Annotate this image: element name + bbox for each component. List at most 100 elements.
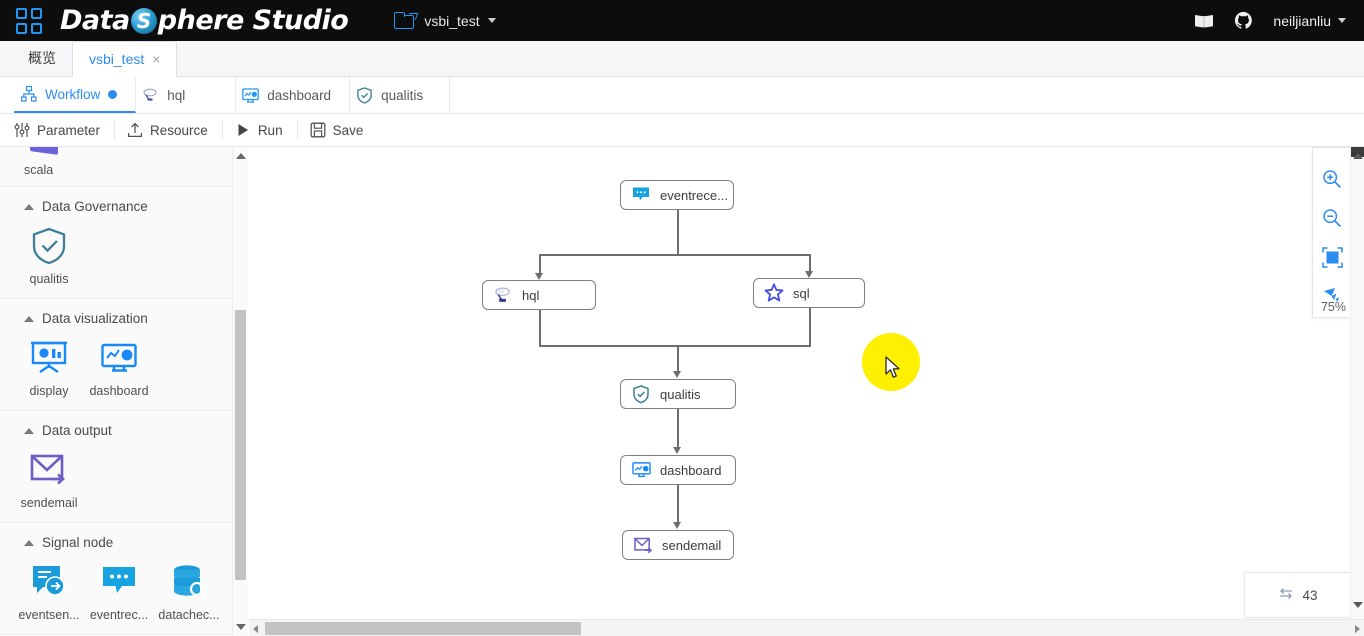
scala-icon — [30, 147, 58, 155]
palette-item-label: dashboard — [89, 384, 149, 398]
save-button[interactable]: Save — [310, 120, 378, 140]
tab-workflow[interactable]: Workflow — [14, 77, 137, 113]
tab-dashboard[interactable]: dashboard — [236, 77, 351, 113]
sidebar-scrollbar[interactable] — [232, 147, 248, 636]
workflow-node-hql[interactable]: hql — [482, 280, 596, 310]
palette-item-sendemail[interactable]: sendemail — [14, 450, 84, 510]
scroll-right-arrow-icon[interactable] — [1355, 625, 1360, 633]
format-brush-icon[interactable] — [1321, 285, 1343, 307]
close-icon[interactable]: × — [152, 51, 161, 67]
palette-item-datachecker[interactable]: datachec... — [154, 562, 224, 622]
workflow-node-eventreceiver[interactable]: eventrece... — [620, 180, 734, 210]
sidebar-scrollbar-thumb[interactable] — [235, 310, 246, 580]
palette-section-title: Signal node — [42, 535, 114, 550]
canvas-horizontal-scrollbar[interactable] — [249, 619, 1364, 636]
palette-section-header[interactable]: Signal node — [0, 523, 247, 558]
palette-item-label: sendemail — [20, 496, 78, 510]
run-button[interactable]: Run — [235, 120, 298, 140]
project-tab-vsbi_test[interactable]: vsbi_test × — [72, 41, 178, 77]
scroll-down-arrow-icon[interactable] — [1353, 602, 1363, 608]
cursor-highlight — [862, 333, 920, 391]
fit-screen-icon[interactable] — [1321, 246, 1343, 268]
display-chart-icon — [29, 338, 69, 378]
project-name-label: vsbi_test — [424, 12, 480, 29]
eventreceiver-icon — [99, 562, 139, 602]
sendemail-icon — [29, 450, 69, 490]
palette-item-label: qualitis — [29, 272, 69, 286]
toolbar-label: Save — [332, 122, 364, 138]
project-tab-label: vsbi_test — [89, 51, 145, 67]
edge-segment — [539, 345, 811, 347]
hive-icon — [142, 87, 159, 104]
project-tab-overview[interactable]: 概览 — [12, 40, 72, 76]
node-count-badge[interactable]: 43 — [1244, 572, 1352, 618]
scroll-down-arrow-icon[interactable] — [236, 624, 246, 630]
node-count-value: 43 — [1302, 587, 1318, 603]
swap-arrows-icon — [1278, 587, 1294, 603]
eventreceiver-icon — [631, 185, 651, 205]
user-menu[interactable]: neiljianliu — [1273, 13, 1346, 29]
github-icon[interactable] — [1234, 11, 1253, 30]
node-palette-sidebar[interactable]: scala Data Governance qualitis — [0, 147, 248, 636]
tab-hql[interactable]: hql — [136, 77, 237, 113]
grid-logo-icon[interactable] — [16, 7, 42, 34]
spark-star-icon — [764, 283, 784, 303]
palette-section-header[interactable]: Data output — [0, 411, 247, 446]
tab-qualitis[interactable]: qualitis — [350, 77, 451, 113]
dashboard-icon — [631, 460, 651, 480]
workflow-node-label: sql — [793, 285, 810, 301]
edge-segment — [677, 210, 679, 255]
edge-segment — [539, 310, 541, 346]
workflow-node-qualitis[interactable]: qualitis — [620, 379, 736, 409]
node-tab-bar: Workflow hql dashboa — [0, 77, 1364, 114]
palette-item-dashboard[interactable]: dashboard — [84, 338, 154, 398]
edge-arrowhead — [673, 447, 681, 454]
toolbar-label: Resource — [150, 122, 208, 138]
palette-item-display[interactable]: display — [14, 338, 84, 398]
tab-label: Workflow — [45, 86, 101, 102]
palette-section-header[interactable]: Data Governance — [0, 187, 247, 222]
palette-item-eventsender[interactable]: eventsen... — [14, 562, 84, 622]
parameter-button[interactable]: Parameter — [14, 120, 116, 140]
play-icon — [235, 122, 251, 138]
edge-arrowhead — [805, 271, 813, 278]
workflow-node-label: hql — [522, 287, 540, 303]
folder-icon — [394, 12, 419, 29]
scroll-up-arrow-icon[interactable] — [236, 153, 246, 159]
zoom-percent-label: 75% — [1320, 300, 1346, 314]
modified-dot-icon — [108, 89, 118, 99]
shield-check-icon — [29, 226, 69, 266]
workflow-node-sendemail[interactable]: sendemail — [622, 530, 734, 560]
workflow-canvas[interactable]: eventrece... hql — [249, 147, 1364, 636]
shield-check-icon — [631, 384, 651, 404]
scroll-up-arrow-icon[interactable] — [1353, 153, 1363, 159]
palette-item-eventreceiver[interactable]: eventrec... — [84, 562, 154, 622]
workflow-node-dashboard[interactable]: dashboard — [620, 455, 736, 485]
palette-item-scala[interactable]: scala — [0, 147, 247, 187]
edge-segment — [677, 485, 679, 523]
palette-item-qualitis[interactable]: qualitis — [14, 226, 84, 286]
book-icon[interactable] — [1194, 13, 1214, 29]
palette-item-label: display — [29, 384, 69, 398]
edge-arrowhead — [673, 371, 681, 378]
scroll-left-arrow-icon[interactable] — [253, 625, 258, 633]
hive-icon — [493, 285, 513, 305]
tab-label: hql — [167, 87, 186, 103]
canvas-zoom-toolbar — [1312, 147, 1352, 318]
project-selector[interactable]: vsbi_test — [394, 12, 496, 29]
sendemail-icon — [633, 535, 653, 555]
canvas-vertical-scrollbar[interactable] — [1350, 147, 1364, 636]
resource-button[interactable]: Resource — [127, 120, 223, 140]
workflow-node-sql[interactable]: sql — [753, 278, 865, 308]
palette-section-header[interactable]: Data visualization — [0, 299, 247, 334]
zoom-in-icon[interactable] — [1321, 168, 1343, 190]
shield-check-icon — [356, 86, 373, 104]
sliders-icon — [14, 122, 30, 138]
edge-segment — [677, 345, 679, 372]
mouse-cursor-icon — [885, 356, 900, 378]
horizontal-scrollbar-thumb[interactable] — [265, 622, 581, 635]
zoom-out-icon[interactable] — [1321, 207, 1343, 229]
brand-text-second: phere Studio — [157, 5, 349, 36]
chevron-up-icon — [24, 315, 34, 322]
